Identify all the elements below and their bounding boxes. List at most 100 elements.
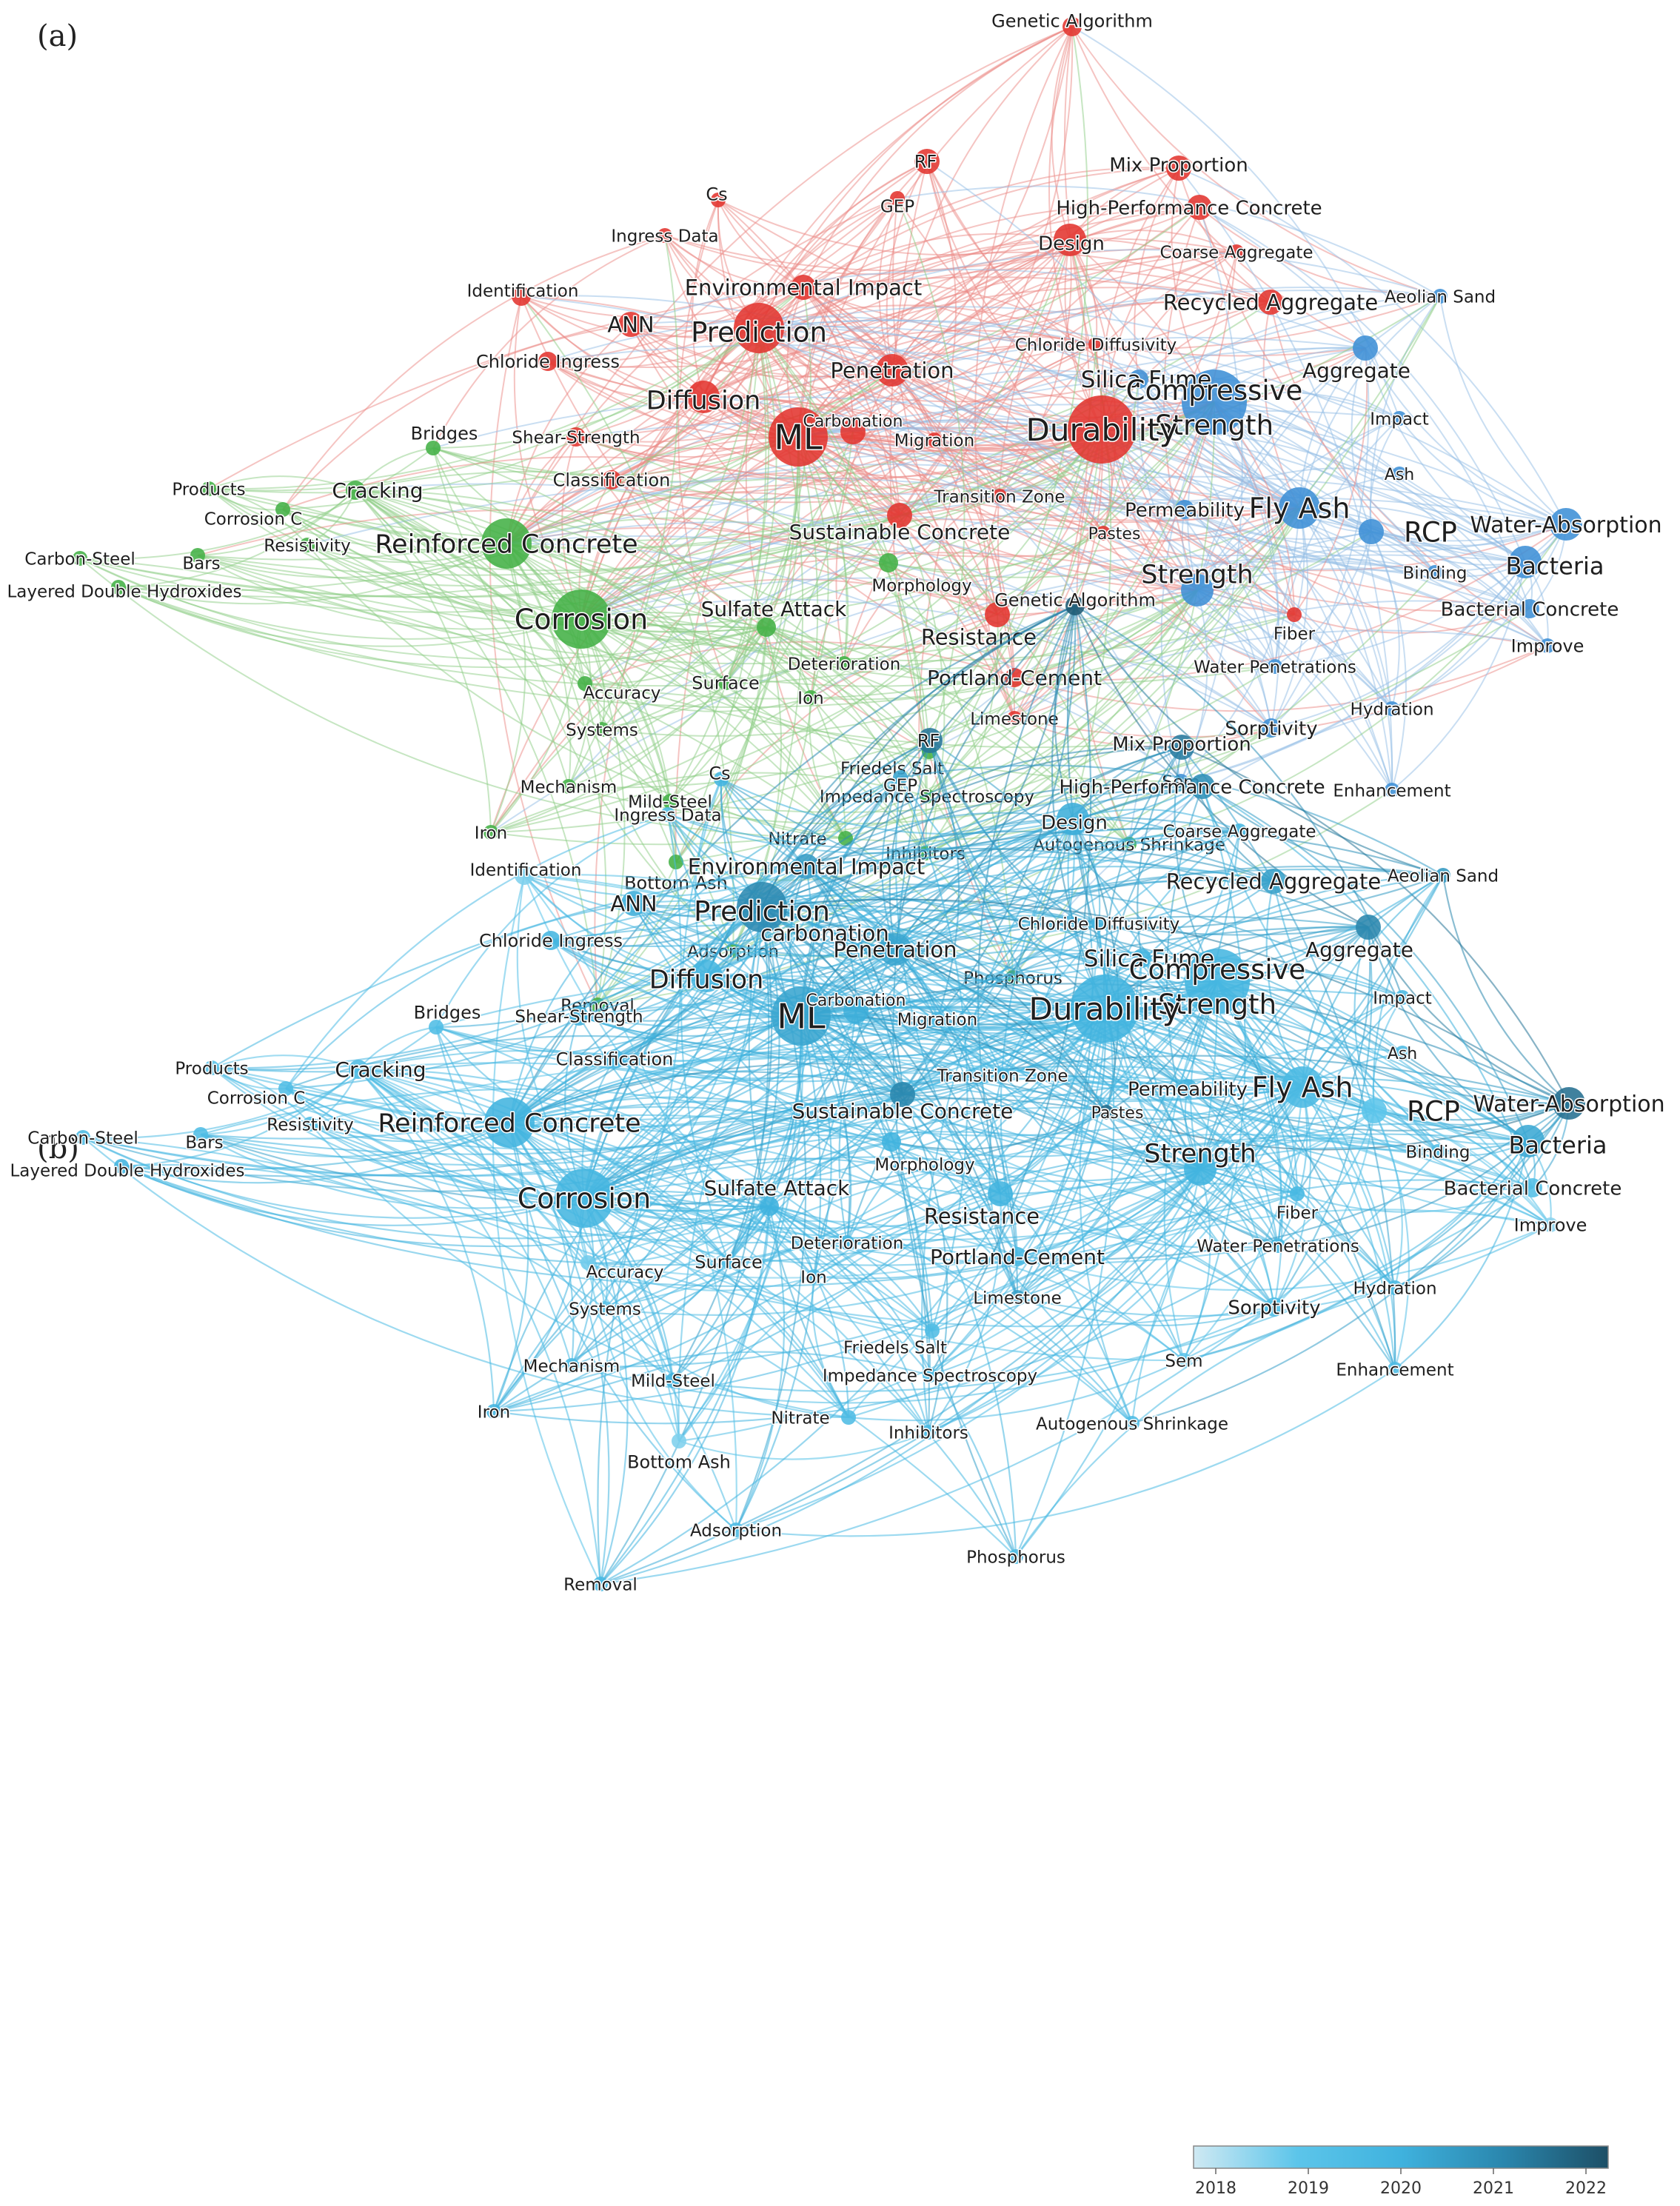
rf-node[interactable]: [917, 728, 943, 753]
ident-node[interactable]: [515, 866, 534, 885]
coarse-node[interactable]: [1232, 823, 1247, 838]
impedance-node[interactable]: [923, 1368, 937, 1383]
limestone-node[interactable]: [1010, 1290, 1025, 1305]
hydration-node[interactable]: [1385, 701, 1399, 716]
aeolian-node[interactable]: [1433, 289, 1448, 304]
systems-node[interactable]: [598, 1301, 612, 1316]
fiber-node[interactable]: [1287, 607, 1302, 622]
ion-node[interactable]: [803, 690, 818, 705]
bacteria-node[interactable]: [1509, 546, 1542, 578]
fiber-node[interactable]: [1290, 1186, 1305, 1201]
mechanism-node[interactable]: [564, 1358, 579, 1373]
bottomash-node[interactable]: [672, 1434, 686, 1448]
phosphorus-node[interactable]: [1008, 1549, 1023, 1564]
flyash-node[interactable]: [1282, 1066, 1323, 1108]
morphology-node[interactable]: [882, 1132, 901, 1152]
carbonation-node[interactable]: [840, 419, 866, 444]
design-node[interactable]: [1054, 224, 1086, 256]
envimp-node[interactable]: [791, 275, 816, 300]
chlingress-node[interactable]: [541, 931, 560, 950]
reinforced-node[interactable]: [481, 518, 532, 569]
iron-node[interactable]: [486, 1404, 501, 1419]
accuracy-node[interactable]: [578, 676, 592, 691]
bars-node[interactable]: [190, 548, 205, 563]
water-node[interactable]: [1550, 508, 1582, 541]
chldiff-node[interactable]: [1088, 337, 1103, 352]
ident-node[interactable]: [512, 287, 531, 306]
waterpen-node[interactable]: [1268, 659, 1282, 674]
diffusion-node[interactable]: [687, 381, 720, 413]
shear-node[interactable]: [569, 1006, 589, 1026]
durability-node[interactable]: [1068, 395, 1136, 464]
cs-node[interactable]: [714, 772, 729, 786]
reinforced-node[interactable]: [484, 1097, 535, 1148]
ann-node[interactable]: [618, 312, 643, 337]
transition-node[interactable]: [995, 1068, 1010, 1083]
transition-node[interactable]: [992, 489, 1007, 504]
envimp-node[interactable]: [794, 854, 819, 879]
sulfate-node[interactable]: [760, 1197, 779, 1216]
aggregate-node[interactable]: [1356, 915, 1381, 940]
carbonsteel-node[interactable]: [73, 551, 87, 566]
sorptivity-node[interactable]: [1262, 718, 1281, 738]
sem-node[interactable]: [1177, 1353, 1191, 1368]
systems-node[interactable]: [595, 722, 609, 737]
carbonsteel-node[interactable]: [76, 1130, 90, 1145]
recyc-node[interactable]: [1258, 290, 1283, 315]
classif-node[interactable]: [602, 470, 621, 489]
classif-node[interactable]: [605, 1049, 624, 1069]
water-node[interactable]: [1553, 1087, 1585, 1120]
prediction-node[interactable]: [734, 303, 784, 353]
corrc-node[interactable]: [278, 1081, 293, 1096]
ash-node[interactable]: [1395, 1046, 1410, 1060]
binding-node[interactable]: [1430, 1144, 1445, 1159]
cs-node[interactable]: [711, 193, 726, 207]
gep-node[interactable]: [890, 191, 905, 206]
improve-node[interactable]: [1540, 638, 1555, 653]
impact-node[interactable]: [1392, 411, 1407, 426]
corrosion-node[interactable]: [552, 589, 611, 649]
shear-node[interactable]: [566, 427, 586, 447]
strength-node[interactable]: [1184, 1153, 1217, 1186]
products-node[interactable]: [204, 1060, 219, 1075]
sustainable-node[interactable]: [887, 503, 912, 528]
recyc-node[interactable]: [1261, 869, 1286, 894]
ml-node[interactable]: [772, 986, 831, 1046]
adsorption-node[interactable]: [729, 1523, 743, 1537]
pastes-node[interactable]: [1096, 526, 1111, 541]
ash-node[interactable]: [1392, 467, 1407, 481]
resistance-node[interactable]: [988, 1181, 1013, 1206]
pastes-node[interactable]: [1099, 1105, 1114, 1120]
aeolian-node[interactable]: [1436, 868, 1450, 883]
silica-node[interactable]: [1132, 949, 1151, 968]
permeab-node[interactable]: [1175, 500, 1194, 519]
hydration-node[interactable]: [1388, 1280, 1402, 1295]
mechanism-node[interactable]: [561, 779, 576, 794]
portland-node[interactable]: [1008, 1247, 1027, 1266]
mildsteel-node[interactable]: [666, 1373, 680, 1388]
rcp-node[interactable]: [1362, 1098, 1387, 1123]
silica-node[interactable]: [1129, 370, 1148, 389]
iron-node[interactable]: [483, 825, 498, 840]
aggregate-node[interactable]: [1353, 335, 1378, 361]
mix-node[interactable]: [1169, 735, 1194, 760]
products-node[interactable]: [201, 481, 216, 496]
bactcon-node[interactable]: [1520, 599, 1539, 618]
hpc-node[interactable]: [1190, 774, 1215, 799]
layered-node[interactable]: [114, 1159, 129, 1174]
chldiff-node[interactable]: [1091, 916, 1106, 931]
migration-node[interactable]: [927, 432, 942, 447]
corrc-node[interactable]: [275, 502, 290, 517]
enhance-node[interactable]: [1385, 783, 1399, 798]
improve-node[interactable]: [1543, 1217, 1558, 1232]
sustainable-node[interactable]: [890, 1082, 915, 1107]
compressive-node[interactable]: [1182, 370, 1247, 435]
sorptivity-node[interactable]: [1265, 1297, 1284, 1317]
waterpen-node[interactable]: [1271, 1238, 1285, 1253]
migration-node[interactable]: [930, 1012, 945, 1026]
surface-node[interactable]: [721, 1254, 736, 1269]
layered-node[interactable]: [111, 580, 126, 595]
resistance-node[interactable]: [985, 602, 1010, 627]
resistivity-node[interactable]: [303, 1117, 318, 1132]
bactcon-node[interactable]: [1523, 1178, 1542, 1197]
